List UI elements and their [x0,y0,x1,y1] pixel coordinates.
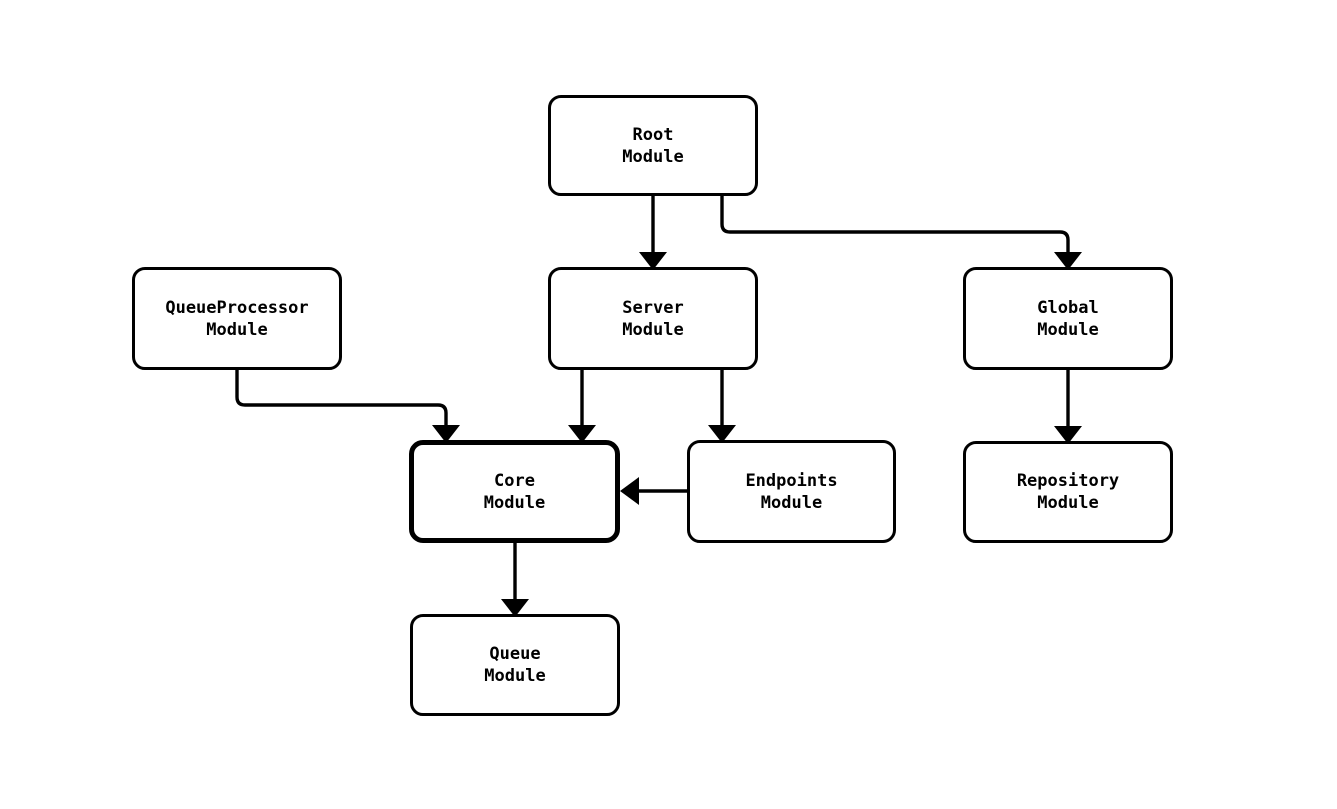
node-label: Server Module [622,297,684,340]
node-queueprocessor-module[interactable]: QueueProcessor Module [132,267,342,370]
edge-endpoints-to-core [620,477,687,505]
node-core-module[interactable]: Core Module [409,440,620,543]
edge-global-to-repository [1054,370,1082,444]
node-global-module[interactable]: Global Module [963,267,1173,370]
node-root-module[interactable]: Root Module [548,95,758,196]
node-repository-module[interactable]: Repository Module [963,441,1173,543]
node-label: Endpoints Module [745,470,838,513]
node-label: Repository Module [1016,471,1120,513]
node-label: Queue Module [484,644,546,686]
node-label: Global Module [1037,297,1099,340]
node-label: Root Module [622,124,684,167]
node-endpoints-module[interactable]: Endpoints Module [687,440,896,543]
edge-server-to-endpoints [708,370,736,443]
edge-server-to-core [568,370,596,443]
edge-queueprocessor-to-core [235,370,460,443]
edge-core-to-queue [501,543,529,617]
node-server-module[interactable]: Server Module [548,267,758,370]
node-label: QueueProcessor Module [165,297,309,340]
edge-root-to-global [720,196,1082,270]
edge-root-to-server [639,196,667,270]
node-queue-module[interactable]: Queue Module [410,614,620,716]
node-label: Core Module [483,470,546,513]
